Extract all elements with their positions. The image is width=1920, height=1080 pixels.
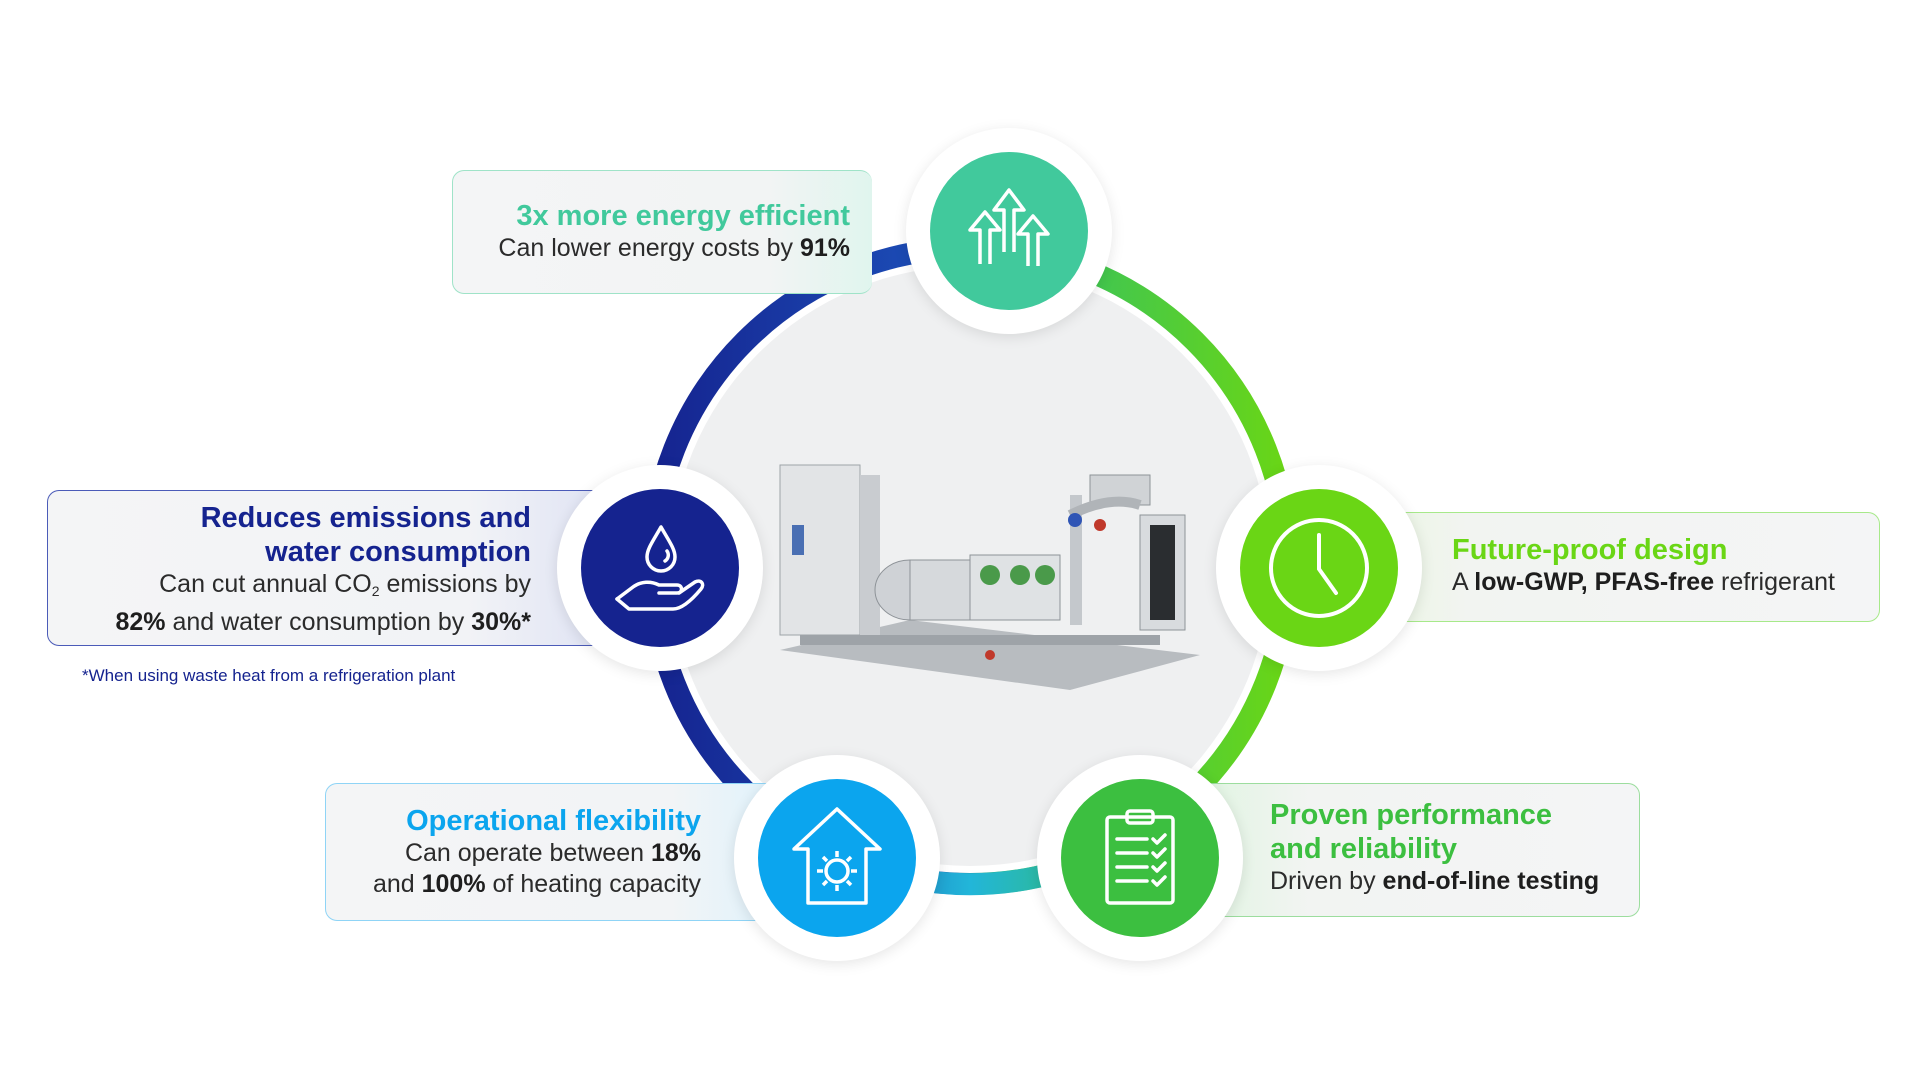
house-gear-icon [792,807,882,905]
futureproof-icon-circle [1216,465,1422,671]
emissions-text-line1: Can cut annual CO2 emissions by [159,570,531,599]
energy-title: 3x more energy efficient [516,200,850,232]
futureproof-text: A low-GWP, PFAS-free refrigerant [1452,568,1835,596]
performance-text: Driven by end-of-line testing [1270,867,1600,895]
performance-icon-circle [1037,755,1243,961]
card-flexibility: Operational flexibility Can operate betw… [325,783,785,921]
footnote: *When using waste heat from a refrigerat… [82,666,456,685]
flexibility-text-line1: Can operate between 18% [404,839,701,867]
card-energy: 3x more energy efficient Can lower energ… [452,170,872,294]
performance-title-line2: and reliability [1270,833,1457,865]
flexibility-title: Operational flexibility [406,805,701,837]
energy-text: Can lower energy costs by 91% [498,234,850,262]
flexibility-icon-circle [734,755,940,961]
flexibility-text-line2: and 100% of heating capacity [372,870,701,898]
arrows-up-icon [968,188,1050,266]
energy-icon-circle [906,128,1112,334]
emissions-text-line2: 82% and water consumption by 30%* [115,608,531,636]
heat-pump-unit-image [779,464,1200,690]
clipboard-checklist-icon [1105,809,1175,905]
futureproof-title: Future-proof design [1452,534,1728,566]
emissions-title-line1: Reduces emissions and [200,502,531,534]
card-emissions: Reduces emissions and water consumption … [47,490,607,646]
emissions-icon-circle [557,465,763,671]
card-performance: Proven performance and reliability Drive… [1200,783,1640,917]
water-drop-hand-icon [615,525,705,611]
clock-icon [1269,518,1369,618]
emissions-title-line2: water consumption [265,536,531,568]
performance-title-line1: Proven performance [1270,799,1553,831]
